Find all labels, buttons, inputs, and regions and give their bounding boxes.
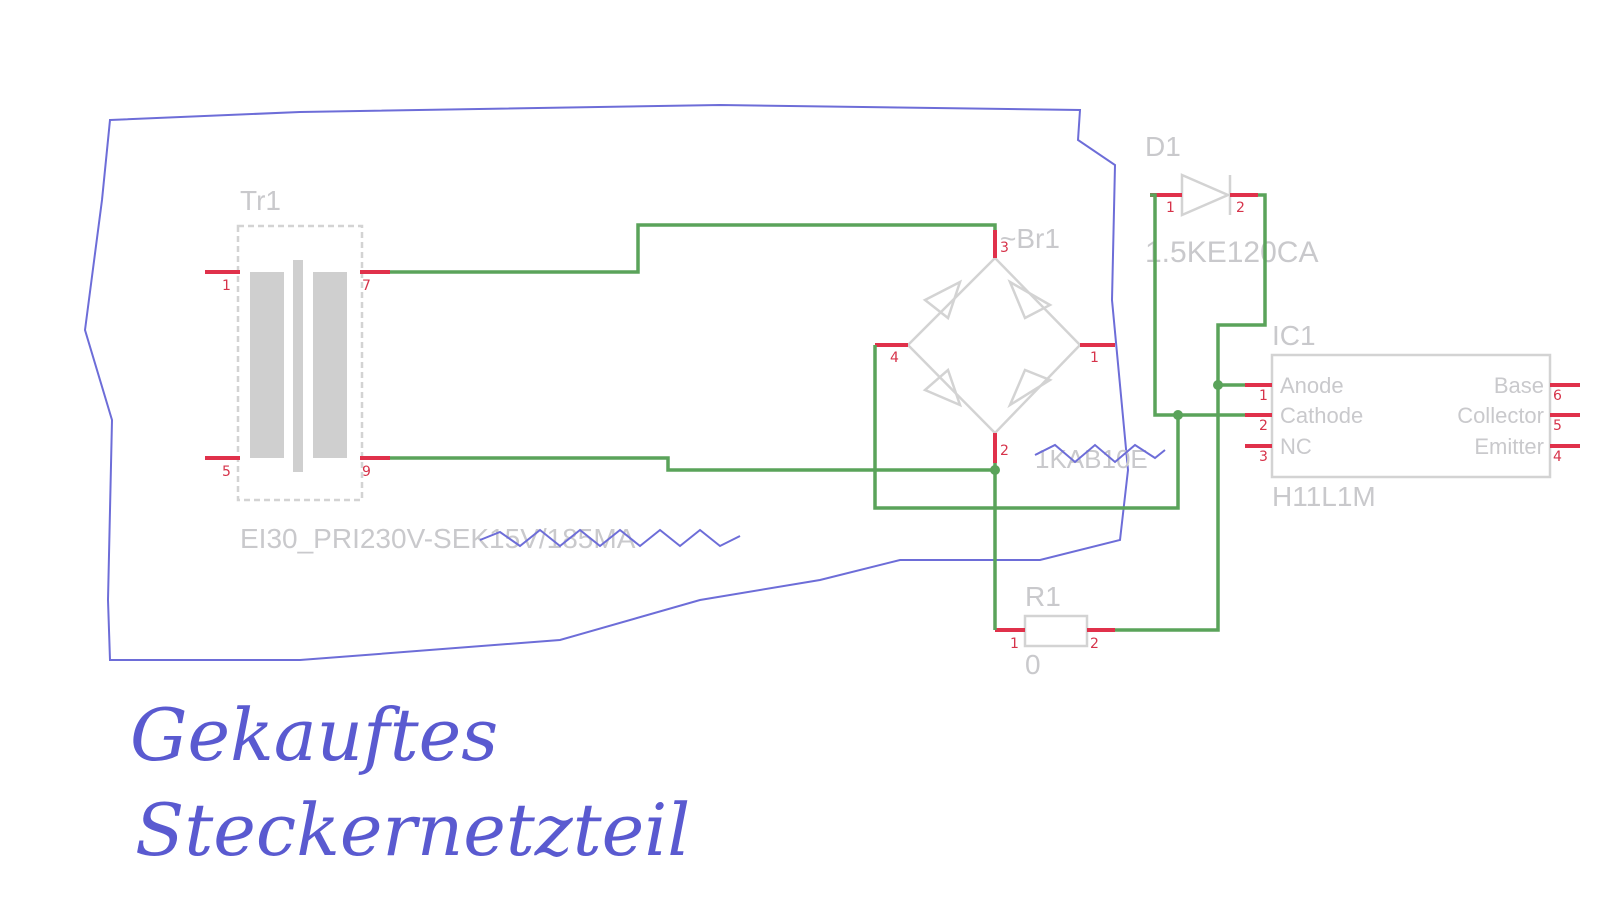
br1-pin-3-label: 3 (1000, 240, 1009, 256)
tr1-value-scribble (479, 528, 741, 548)
bridge-diode-1-icon (922, 279, 963, 321)
tr1-pin-5-label: 5 (222, 464, 231, 480)
ic1-pin-6-num: 6 (1553, 388, 1562, 404)
d1-ref: D1 (1145, 131, 1181, 162)
br1-ref: ~Br1 (1000, 223, 1060, 254)
ic1-pin-anode-name: Anode (1280, 373, 1344, 398)
handdrawn-outline (83, 103, 1130, 661)
wire-d1-1-to-cathode (1150, 193, 1178, 417)
bridge-outline (906, 256, 1082, 435)
wire-tr1-9-to-br1-2 (390, 456, 997, 472)
wire-d1-2-to-anode (1216, 193, 1267, 387)
transformer-secondary-coil (313, 272, 347, 458)
bridge-diode-3-icon (922, 367, 963, 408)
tr1-ref: Tr1 (240, 185, 281, 216)
d1-pin-1-label: 1 (1166, 200, 1175, 216)
br1-pin-2-label: 2 (1000, 443, 1009, 459)
handwritten-note-line-1: Gekauftes (130, 693, 498, 777)
d1-triangle-icon (1180, 173, 1232, 217)
r1-pin-1-label: 1 (1010, 636, 1019, 652)
tr1-value: EI30_PRI230V-SEK15V/185MA (240, 523, 636, 554)
ic1-pin-cathode-name: Cathode (1280, 403, 1363, 428)
br1-pin-1-label: 1 (1090, 350, 1099, 366)
ic1-pin-nc-name: NC (1280, 434, 1312, 459)
transformer-core (293, 260, 303, 472)
ic1-pin-emitter-name: Emitter (1474, 434, 1544, 459)
bridge-diode-2-icon (1007, 279, 1053, 320)
ic1-pin-5-num: 5 (1553, 418, 1562, 434)
ic1-ref: IC1 (1272, 320, 1316, 351)
transformer-outline (236, 224, 364, 502)
bridge-diode-4-icon (1007, 368, 1053, 409)
junction-dot (1173, 410, 1183, 420)
wires (390, 193, 1267, 632)
ic1-pin-base-name: Base (1494, 373, 1544, 398)
transformer-primary-coil (250, 272, 284, 458)
handwritten-note-line-2: Steckernetzteil (135, 788, 690, 872)
junction-dot (1213, 380, 1223, 390)
diode-d1[interactable]: 1 2 D1 1.5KE120CA (1145, 131, 1318, 269)
wire-tr1-7-to-br1-3 (390, 223, 997, 274)
r1-value: 0 (1025, 649, 1041, 680)
ic1-pin-2-num: 2 (1259, 418, 1268, 434)
tr1-pin-1-label: 1 (222, 278, 231, 294)
ic1-pin-collector-name: Collector (1457, 403, 1544, 428)
tr1-pin-7-label: 7 (362, 278, 371, 294)
br1-pin-4-label: 4 (890, 350, 899, 366)
transformer-tr1[interactable]: 1 5 7 9 Tr1 EI30_PRI230V-SEK15V/185MA (205, 185, 741, 554)
r1-body (1023, 614, 1089, 648)
ic1-pin-3-num: 3 (1259, 449, 1268, 465)
bridge-rectifier-br1[interactable]: 3 4 1 2 ~Br1 1KAB10E (875, 223, 1166, 474)
ic1-value: H11L1M (1272, 481, 1376, 512)
br1-value-scribble (1034, 443, 1166, 464)
wire-r1-2-to-anode (1115, 385, 1220, 632)
optocoupler-ic1[interactable]: 1 2 3 6 5 4 Anode Cathode NC Base Collec… (1245, 320, 1580, 512)
ic1-pin-1-num: 1 (1259, 388, 1268, 404)
tr1-pin-9-label: 9 (362, 464, 371, 480)
r1-ref: R1 (1025, 581, 1061, 612)
ic1-pin-4-num: 4 (1553, 449, 1562, 465)
wire-br1-4-to-cathode-net (873, 345, 1245, 510)
d1-pin-2-label: 2 (1236, 200, 1245, 216)
resistor-r1[interactable]: 1 2 R1 0 (995, 581, 1115, 680)
d1-value: 1.5KE120CA (1145, 236, 1318, 269)
r1-pin-2-label: 2 (1090, 636, 1099, 652)
junction-dot (990, 465, 1000, 475)
